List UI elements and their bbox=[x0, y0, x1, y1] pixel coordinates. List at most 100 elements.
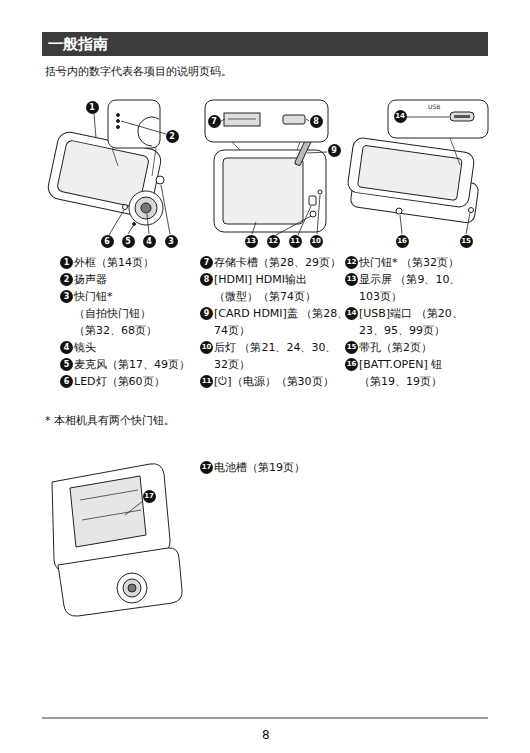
callout-number: 2 bbox=[60, 273, 73, 286]
speaker-hole bbox=[117, 120, 120, 123]
part-description: [BATT.OPEN] 钮 （第19、19页） bbox=[359, 356, 479, 390]
zoom-line bbox=[112, 148, 118, 166]
part-description: 括号内的数字代表各项目的说明页码。 bbox=[45, 63, 232, 80]
callout-number: 15 bbox=[345, 341, 358, 354]
callout-number: 9 bbox=[328, 144, 341, 157]
lens-glass bbox=[128, 584, 136, 592]
hdmi-port bbox=[283, 115, 305, 124]
callout-number: 6 bbox=[101, 235, 114, 248]
display-screen bbox=[223, 158, 303, 224]
callout-number: 8 bbox=[310, 115, 323, 128]
footer-rule bbox=[42, 717, 488, 719]
zoom-line bbox=[232, 142, 240, 150]
title-bar bbox=[42, 32, 488, 56]
callout-number: 16 bbox=[396, 235, 409, 248]
callout-number: 7 bbox=[208, 115, 221, 128]
detail-inset bbox=[388, 100, 488, 138]
part-description: 存储卡槽（第28、29页） bbox=[214, 254, 341, 271]
leader-line bbox=[407, 117, 449, 118]
battery-compartment bbox=[70, 476, 146, 547]
part-description: 扬声器 bbox=[74, 271, 107, 288]
leader-line bbox=[317, 195, 320, 234]
part-description: 显示屏 （第9、10、103页） bbox=[359, 271, 479, 305]
callout-number: 13 bbox=[245, 235, 258, 248]
lens-ring bbox=[123, 579, 141, 597]
callout-number: 5 bbox=[60, 358, 73, 371]
callout-number: 14 bbox=[394, 110, 407, 123]
callout-number: 11 bbox=[289, 235, 302, 248]
leader-line bbox=[109, 210, 124, 235]
callout-number: 3 bbox=[60, 290, 73, 303]
display-screen bbox=[357, 145, 462, 201]
part-description: * 本相机具有两个快门钮。 bbox=[45, 412, 175, 429]
callout-number: 10 bbox=[200, 341, 213, 354]
callout-number: 10 bbox=[310, 235, 323, 248]
leader-line bbox=[306, 119, 309, 121]
part-description: [USB]端口 （第20、23、95、99页） bbox=[359, 305, 479, 339]
detail-inset bbox=[108, 100, 160, 148]
usb-port-inner bbox=[454, 115, 470, 118]
card-slot bbox=[224, 113, 260, 126]
part-description: 外框（第14页） bbox=[74, 254, 154, 271]
callout-number: 17 bbox=[200, 461, 213, 474]
callout-number: 8 bbox=[200, 273, 213, 286]
part-description: 镜头 bbox=[74, 339, 96, 356]
leader-line bbox=[252, 222, 256, 234]
camera-frame bbox=[347, 137, 475, 208]
lens-housing bbox=[129, 191, 163, 225]
card-slot-edge bbox=[228, 119, 256, 120]
speaker-hole bbox=[117, 114, 120, 117]
lens-housing bbox=[117, 573, 147, 603]
callout-number: 9 bbox=[200, 307, 213, 320]
leader-line bbox=[147, 214, 149, 234]
part-description: 电池槽（第19页） bbox=[214, 459, 305, 476]
part-description: [⏻]（电源）（第30页） bbox=[214, 373, 334, 390]
zoom-line bbox=[450, 138, 460, 165]
callout-number: 1 bbox=[86, 101, 99, 114]
leader-line bbox=[128, 226, 133, 234]
callout-number: 12 bbox=[267, 235, 280, 248]
leader-line bbox=[161, 185, 170, 234]
part-description: [HDMI] HDMI输出 （微型）（第74页） bbox=[214, 271, 349, 305]
zoom-line bbox=[152, 148, 156, 176]
compartment-edge bbox=[82, 510, 141, 520]
callout-number: 5 bbox=[122, 235, 135, 248]
part-description: LED灯（第60页） bbox=[74, 373, 165, 390]
power-button bbox=[309, 196, 316, 205]
page-number: 8 bbox=[262, 727, 270, 744]
callout-number: 16 bbox=[345, 358, 358, 371]
part-description: [CARD HDMI]盖 （第28、74页） bbox=[214, 305, 349, 339]
detail-inset bbox=[205, 100, 328, 142]
part-description: 快门钮* （第32页） bbox=[359, 254, 459, 271]
callout-number: 4 bbox=[60, 341, 73, 354]
part-description: 麦克风（第17、49页） bbox=[74, 356, 190, 373]
lens-glass bbox=[141, 203, 151, 213]
batt-open-button bbox=[396, 208, 402, 214]
leader-line bbox=[298, 206, 311, 235]
callout-number: 1 bbox=[60, 256, 73, 269]
callout-number: 15 bbox=[460, 235, 473, 248]
leader-line bbox=[94, 114, 96, 138]
callout-number: 14 bbox=[345, 307, 358, 320]
usb-port bbox=[450, 112, 474, 121]
leader-line bbox=[466, 213, 470, 234]
led-light bbox=[123, 205, 128, 210]
callout-number: 11 bbox=[200, 375, 213, 388]
callout-number: 6 bbox=[60, 375, 73, 388]
leader-line bbox=[221, 119, 225, 121]
callout-number: 17 bbox=[143, 490, 156, 503]
page-heading: 一般指南 bbox=[48, 34, 108, 54]
part-description: 后灯 （第21、24、30、32页） bbox=[214, 339, 349, 373]
microphone-hole bbox=[133, 223, 136, 226]
callout-number: 3 bbox=[165, 235, 178, 248]
shutter-button bbox=[156, 176, 164, 184]
compartment-edge bbox=[80, 490, 138, 500]
port-marking: USB bbox=[428, 103, 440, 110]
callout-number: 13 bbox=[345, 273, 358, 286]
leader-line bbox=[121, 121, 166, 134]
back-light bbox=[318, 190, 322, 194]
speaker-hole bbox=[117, 126, 120, 129]
leader-line bbox=[400, 215, 402, 234]
leader-line bbox=[307, 152, 327, 153]
